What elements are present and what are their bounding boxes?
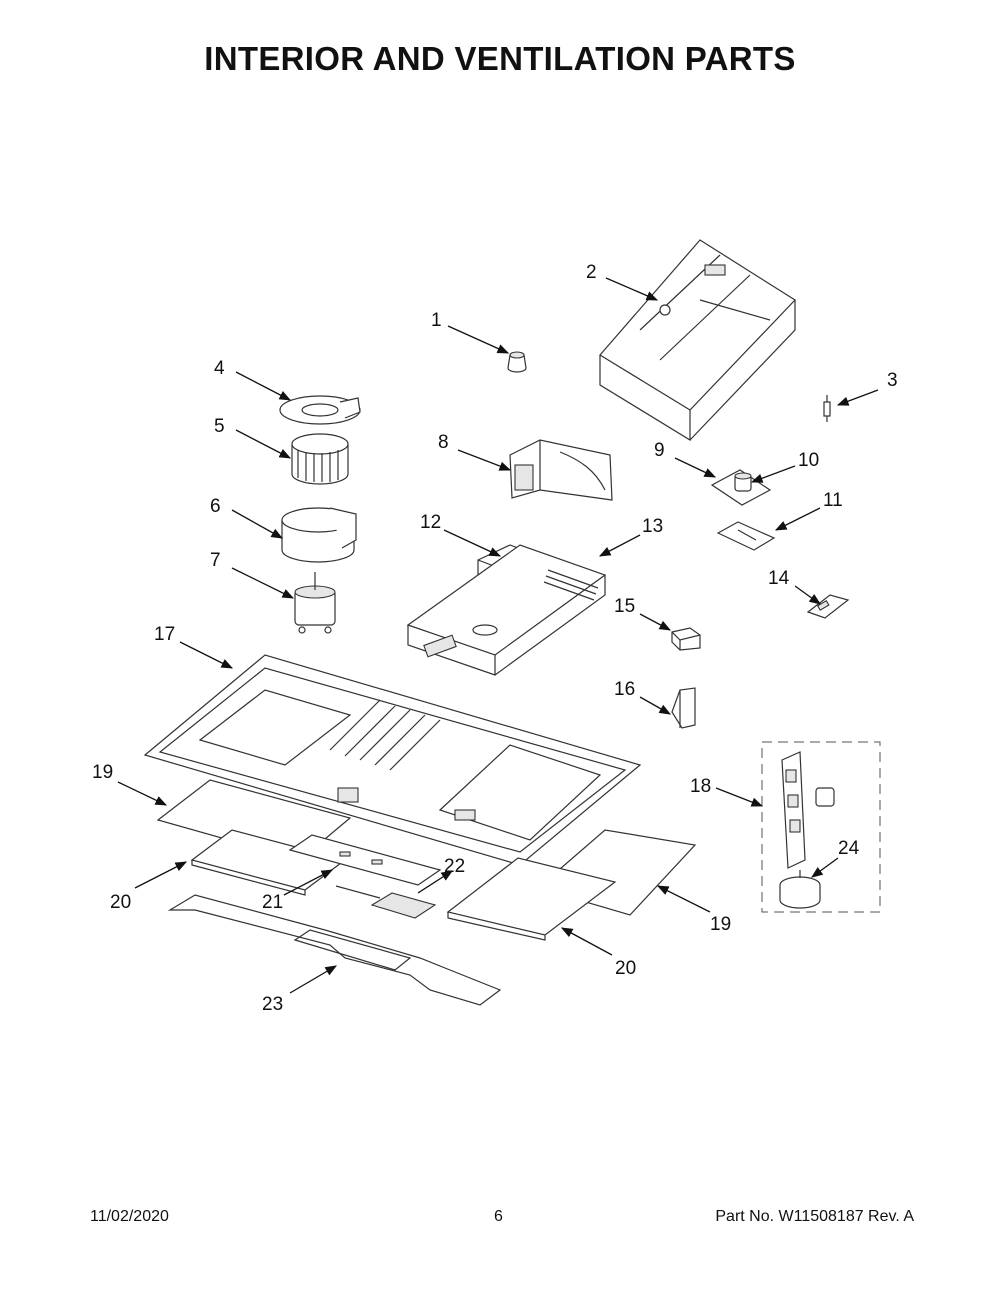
part-7-fan-motor[interactable]	[294, 572, 336, 634]
part-24-turntable-motor[interactable]	[779, 870, 821, 909]
callout-17: 17	[154, 624, 175, 645]
callout-4: 4	[214, 358, 225, 379]
part-17-cavity-frame[interactable]	[143, 654, 642, 866]
part-5-blower-wheel[interactable]	[291, 433, 349, 485]
part-2-control-bracket[interactable]	[599, 239, 796, 442]
part-18-switch-assembly[interactable]	[761, 741, 881, 913]
callout-9: 9	[654, 440, 665, 461]
callout-19-left: 19	[92, 762, 113, 783]
part-22-label[interactable]	[335, 885, 437, 919]
callout-14: 14	[768, 568, 790, 589]
callout-6: 6	[210, 496, 221, 517]
callout-7: 7	[210, 550, 221, 571]
part-14-clip[interactable]	[806, 594, 850, 619]
part-23-bottom-grille[interactable]	[167, 894, 502, 1006]
callout-22: 22	[444, 856, 465, 877]
footer-date: 11/02/2020	[90, 1208, 169, 1225]
part-10-relay[interactable]	[734, 472, 752, 492]
part-13-base-plate[interactable]	[406, 544, 607, 676]
callout-11: 11	[823, 490, 843, 511]
part-8-air-duct[interactable]	[509, 439, 613, 501]
callout-23: 23	[262, 994, 283, 1015]
callout-16: 16	[614, 679, 635, 700]
callout-13: 13	[642, 516, 663, 537]
callout-10: 10	[798, 450, 819, 471]
part-4-mount-plate[interactable]	[279, 395, 361, 425]
leader-arrows	[117, 277, 879, 994]
part-20-cover-right[interactable]	[446, 857, 617, 941]
part-3-fuse[interactable]	[823, 395, 831, 422]
callout-2: 2	[586, 262, 597, 283]
part-1-bumper[interactable]	[507, 351, 527, 373]
callout-1: 1	[431, 310, 442, 331]
callout-8: 8	[438, 432, 449, 453]
callout-12: 12	[420, 512, 441, 533]
footer-part-number: Part No. W11508187 Rev. A	[715, 1208, 914, 1225]
callout-5: 5	[214, 416, 225, 437]
callout-19-right: 19	[710, 914, 731, 935]
part-21-control-strip[interactable]	[288, 834, 442, 886]
callout-15: 15	[614, 596, 635, 617]
footer-page-number: 6	[494, 1208, 503, 1225]
callout-labels: 1 2 3 4 5 6 7 8 9 10 11 12 13 14 15 16 1…	[92, 262, 898, 1015]
callout-3: 3	[887, 370, 898, 391]
part-11-small-board[interactable]	[716, 521, 776, 551]
part-15-switch[interactable]	[671, 627, 701, 651]
callout-24: 24	[838, 838, 860, 859]
callout-20-right: 20	[615, 958, 636, 979]
callout-21: 21	[262, 892, 283, 913]
part-6-blower-housing[interactable]	[281, 507, 357, 563]
page-title: INTERIOR AND VENTILATION PARTS	[204, 40, 796, 77]
callout-18: 18	[690, 776, 711, 797]
callout-20-left: 20	[110, 892, 131, 913]
part-16-bracket[interactable]	[671, 687, 696, 729]
